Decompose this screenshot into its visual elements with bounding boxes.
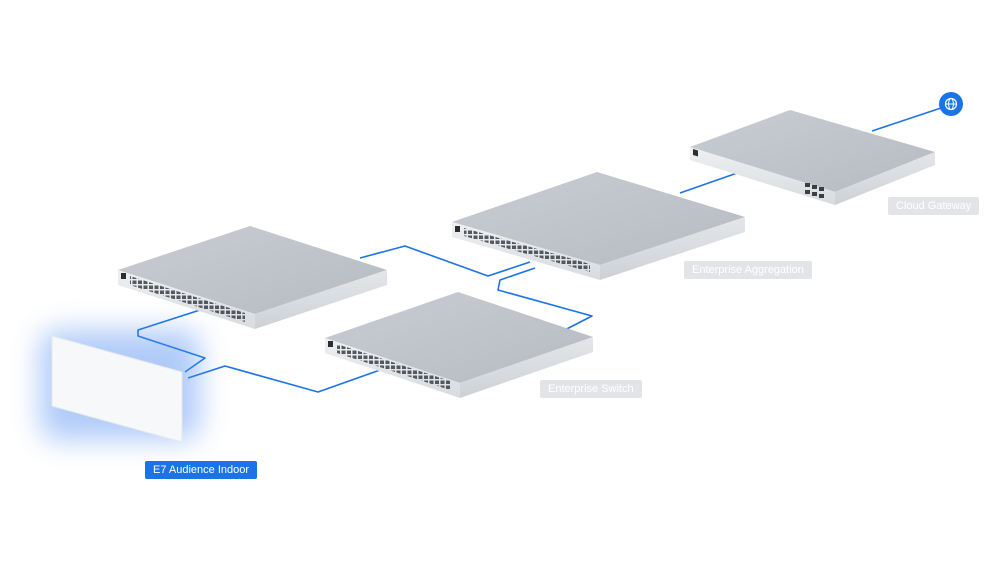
enterprise-aggregation-label: Enterprise Aggregation xyxy=(684,261,812,279)
enterprise-switch-device[interactable] xyxy=(325,292,593,398)
link-aggregation-switch-top xyxy=(359,245,531,277)
e7-audience-indoor-label[interactable]: E7 Audience Indoor xyxy=(145,461,258,479)
gateway-ports-icon xyxy=(805,183,824,198)
e7-audience-indoor-device[interactable] xyxy=(40,330,200,443)
link-switch-ap-lower xyxy=(187,365,381,393)
link-aggregation-switch-lower xyxy=(497,267,593,336)
enterprise-aggregation-device[interactable] xyxy=(452,172,745,280)
globe-icon[interactable] xyxy=(939,92,963,116)
link-gateway-internet xyxy=(871,104,951,132)
enterprise-switch-label: Enterprise Switch xyxy=(540,380,642,398)
cloud-gateway-label: Cloud Gateway xyxy=(888,197,980,215)
switch-upper-device[interactable] xyxy=(118,226,387,329)
link-gateway-aggregation xyxy=(679,171,741,194)
cloud-gateway-device[interactable] xyxy=(690,110,935,205)
